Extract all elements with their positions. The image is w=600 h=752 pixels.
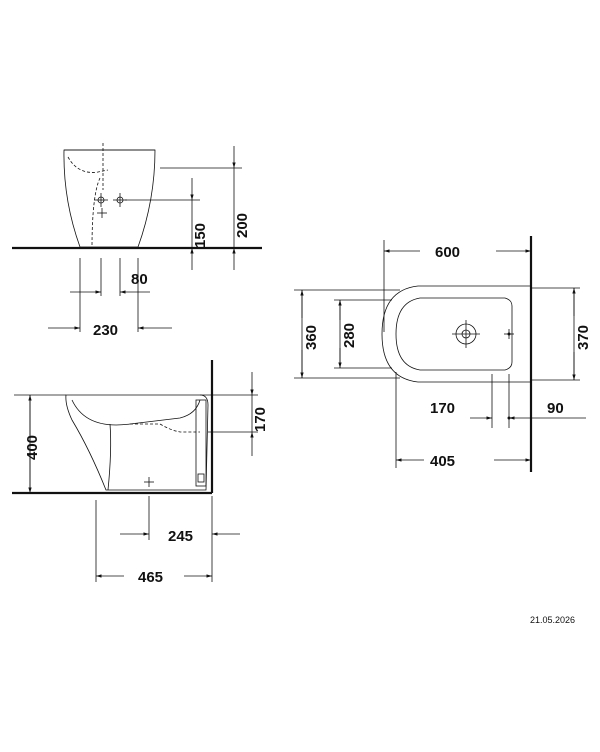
dim-245: 245 (168, 528, 193, 545)
dim-280: 280 (341, 323, 358, 348)
front-view: 150 200 80 230 (12, 143, 262, 339)
top-view: 600 360 280 370 170 90 405 (294, 236, 592, 472)
dim-150: 150 (192, 223, 209, 248)
dim-600: 600 (435, 244, 460, 261)
dim-200: 200 (234, 213, 251, 238)
dim-405: 405 (430, 453, 455, 470)
top-outer-outline (381, 285, 531, 383)
drawing-date: 21.05.2026 (530, 615, 576, 625)
dim-170-top: 170 (430, 400, 455, 417)
dim-370: 370 (575, 325, 592, 350)
dim-80: 80 (131, 271, 148, 288)
dim-400: 400 (24, 435, 41, 460)
side-view: 400 170 245 465 (12, 360, 269, 586)
dim-90: 90 (547, 400, 564, 417)
top-inner-outline (395, 297, 513, 371)
dim-465: 465 (138, 569, 163, 586)
side-body-outline (65, 394, 209, 491)
dim-230: 230 (93, 322, 118, 339)
dim-360: 360 (303, 325, 320, 350)
front-body-outline (63, 149, 156, 248)
inlet-crosses (94, 193, 127, 218)
dim-170-side: 170 (252, 407, 269, 432)
